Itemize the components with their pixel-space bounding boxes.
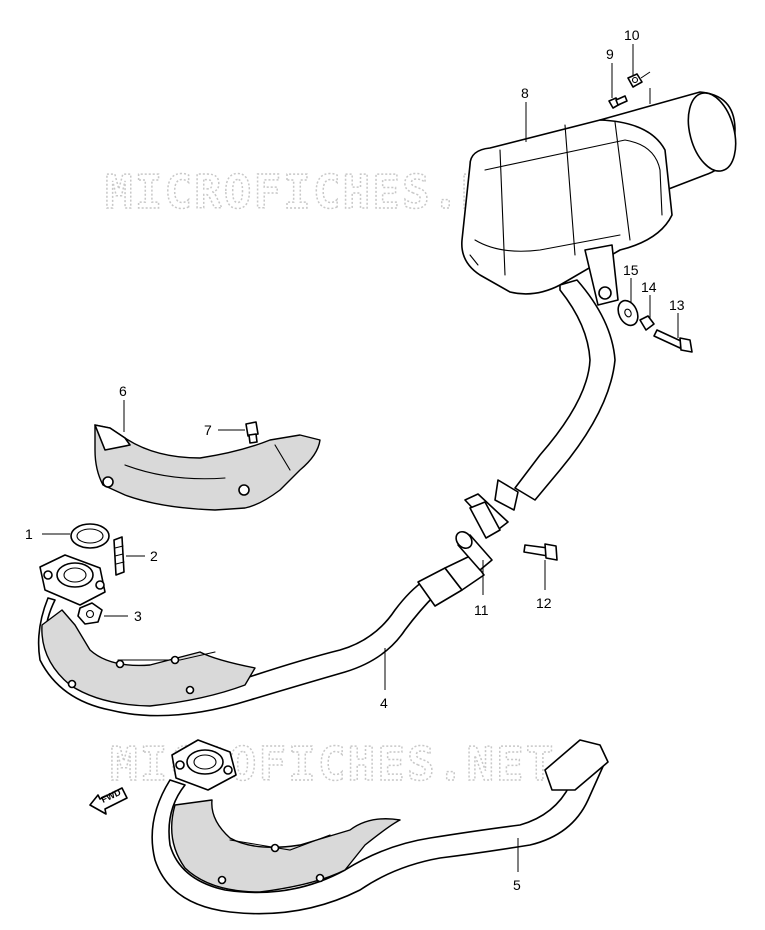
callout-3: 3 (134, 608, 142, 624)
callout-1: 1 (25, 526, 33, 542)
callout-labels: 1 2 3 4 5 6 7 8 9 10 11 12 13 14 15 (25, 27, 685, 893)
muffler-nut-part[interactable] (627, 73, 643, 88)
callout-11: 11 (474, 602, 489, 618)
callout-2: 2 (150, 548, 158, 564)
flange-nut-part[interactable] (77, 602, 103, 625)
exhaust-stud-part[interactable] (113, 536, 125, 576)
callout-15: 15 (623, 262, 639, 278)
heat-shield-bolt-part[interactable] (245, 421, 259, 444)
forward-direction-indicator: FWD (89, 787, 128, 815)
muffler-mount-bolt-part[interactable] (653, 329, 693, 353)
rear-exhaust-pipe-part[interactable] (151, 739, 609, 915)
callout-13: 13 (669, 297, 685, 313)
front-exhaust-pipe-part[interactable] (37, 554, 485, 717)
callout-14: 14 (641, 279, 657, 295)
callout-6: 6 (119, 383, 127, 399)
callout-4: 4 (380, 695, 388, 711)
callout-5: 5 (513, 877, 521, 893)
pipe-clamp-part[interactable] (464, 479, 519, 539)
callout-9: 9 (606, 46, 614, 62)
callout-7: 7 (204, 422, 212, 438)
washer-nut-part[interactable] (639, 315, 655, 331)
muffler-part[interactable] (461, 88, 744, 501)
exhaust-gasket-part[interactable] (70, 523, 110, 549)
leader-lines (42, 44, 679, 872)
muffler-bolt-part[interactable] (608, 95, 628, 109)
rubber-washer-part[interactable] (614, 297, 641, 328)
callout-12: 12 (536, 595, 552, 611)
callout-10: 10 (624, 27, 640, 43)
stud-lines (640, 71, 651, 104)
clamp-bolt-part[interactable] (523, 543, 558, 561)
fwd-arrow-icon (89, 787, 128, 815)
heat-shield-part[interactable] (94, 424, 321, 511)
callout-8: 8 (521, 85, 529, 101)
